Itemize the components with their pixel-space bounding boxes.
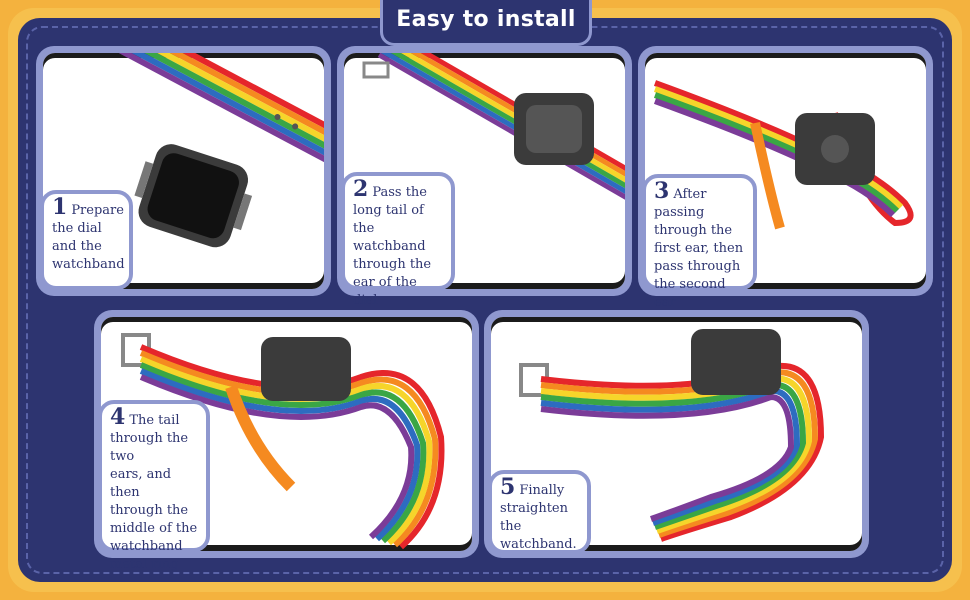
step-4-line-5: middle of the [110, 521, 198, 536]
title-tab: Easy to install [380, 0, 592, 46]
step-1-line-1: Prepare [71, 203, 124, 218]
step-4-line-2: through the two [110, 431, 189, 464]
step-3-illustration [653, 80, 914, 230]
step-4-line-1: The tail [129, 413, 180, 428]
step-2-line-2: long tail of the [353, 203, 424, 236]
step-3-line-3: first ear, then [654, 241, 744, 256]
step-3-line-2: through the [654, 223, 733, 238]
step-1-number: 1 [52, 194, 68, 220]
step-3-line-4: pass through [654, 259, 741, 274]
step-4-line-3: ears, and then [110, 467, 172, 500]
smartwatch-dial [134, 144, 253, 248]
step-4-line-7: metal ring [110, 557, 179, 572]
smartwatch-dial [514, 93, 594, 165]
step-5-line-3: watchband. [500, 537, 577, 552]
step-1-line-2: the dial [52, 221, 102, 236]
step-1-illustration [118, 53, 324, 248]
step-5-illustration [519, 329, 825, 542]
rainbow-watchband [540, 362, 825, 542]
step-2-line-5: ear of the dial [353, 275, 417, 308]
smartwatch-dial [261, 337, 351, 401]
step-1-line-3: and the [52, 239, 102, 254]
smartwatch-dial [795, 113, 875, 185]
step-2-illustration [362, 53, 625, 208]
step-3-number: 3 [654, 178, 670, 204]
step-2-line-3: watchband [353, 239, 426, 254]
step-4-line-4: through the [110, 503, 189, 518]
step-5-line-2: straighten the [500, 501, 569, 534]
rainbow-watchband [139, 344, 445, 550]
page-title: Easy to install [396, 7, 576, 32]
step-4-line-6: watchband [110, 539, 183, 554]
metal-buckle [362, 61, 390, 79]
step-5-line-1: Finally [519, 483, 565, 498]
step-2-line-1: Pass the [372, 185, 427, 200]
step-1-line-4: watchband [52, 257, 125, 272]
step-2-line-4: through the [353, 257, 432, 272]
step-4-number: 4 [110, 404, 126, 430]
step-3-line-1: After passing [654, 187, 707, 220]
step-2-photo [344, 53, 625, 289]
step-2-number: 2 [353, 176, 369, 202]
step-5-number: 5 [500, 474, 516, 500]
smartwatch-dial [691, 329, 781, 395]
rainbow-watchband [118, 53, 324, 176]
step-4-illustration [121, 333, 445, 550]
step-3-line-5: the second ear [654, 277, 726, 310]
